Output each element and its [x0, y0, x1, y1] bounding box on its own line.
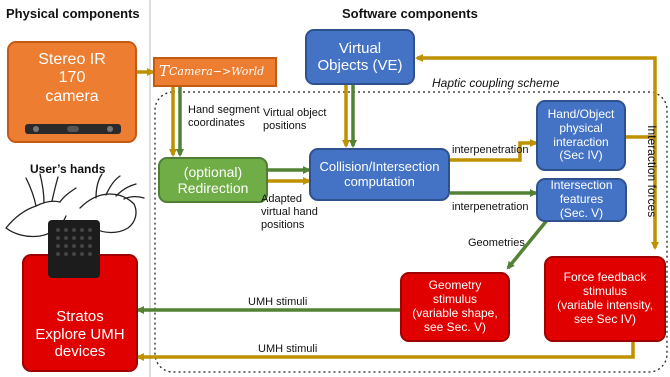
adapted-positions-label: Adapted virtual hand positions — [261, 193, 318, 232]
collision-label: Collision/Intersection computation — [319, 158, 440, 189]
geometry-stimulus-label: Geometry stimulus (variable shape, see S… — [412, 278, 498, 334]
arrow-features-to-geometry — [506, 217, 550, 270]
intersection-features-label: Intersection features (Sec. V) — [550, 178, 613, 220]
interpenetration-top-label: interpenetration — [452, 144, 529, 156]
geometry-stimulus-box: Geometry stimulus (variable shape, see S… — [400, 272, 510, 342]
umh-stimuli-top-label: UMH stimuli — [248, 296, 308, 308]
force-feedback-box: Force feedback stimulus (variable intens… — [544, 256, 666, 342]
stereo-camera-label: Stereo IR 170 camera — [38, 51, 106, 105]
arrow-forces-to-ve — [415, 54, 657, 137]
hand-object-box: Hand/Object physical interaction (Sec IV… — [536, 100, 626, 171]
haptic-coupling-heading: Haptic coupling scheme — [432, 76, 560, 90]
interaction-forces-label: Interaction forces — [645, 125, 660, 218]
hand-object-label: Hand/Object physical interaction (Sec IV… — [547, 106, 615, 163]
arrow-forcefeedback-to-stratos — [136, 342, 635, 361]
intersection-features-box: Intersection features (Sec. V) — [536, 178, 627, 222]
umh-stimuli-bottom-label: UMH stimuli — [258, 343, 318, 355]
users-hands-heading: User’s hands — [30, 162, 106, 176]
software-components-heading: Software components — [342, 6, 478, 21]
users-hands-illustration — [5, 173, 145, 278]
transform-subscript-label: Camera−>World — [169, 64, 265, 78]
haptic-coupling-boundary — [154, 91, 668, 373]
force-feedback-label: Force feedback stimulus (variable intens… — [557, 270, 653, 326]
redirection-label: (optional) Redirection — [177, 163, 249, 196]
stratos-label: Stratos Explore UMH devices — [35, 308, 125, 360]
collision-box: Collision/Intersection computation — [309, 148, 450, 201]
hand-segment-coordinates-label: Hand segment coordinates — [188, 104, 260, 130]
camera-device-icon — [25, 124, 121, 134]
redirection-box: (optional) Redirection — [158, 157, 268, 203]
virtual-objects-label: Virtual Objects (VE) — [317, 39, 403, 74]
physical-components-heading: Physical components — [6, 6, 140, 21]
geometries-label: Geometries — [468, 237, 525, 249]
virtual-object-positions-label: Virtual object positions — [263, 107, 327, 133]
virtual-objects-box: Virtual Objects (VE) — [305, 29, 415, 85]
interpenetration-bottom-label: interpenetration — [452, 201, 529, 213]
stratos-device-box: Stratos Explore UMH devices — [22, 254, 138, 372]
transform-base-label: T — [159, 62, 170, 81]
arrow-collision-to-handobject — [450, 139, 538, 162]
